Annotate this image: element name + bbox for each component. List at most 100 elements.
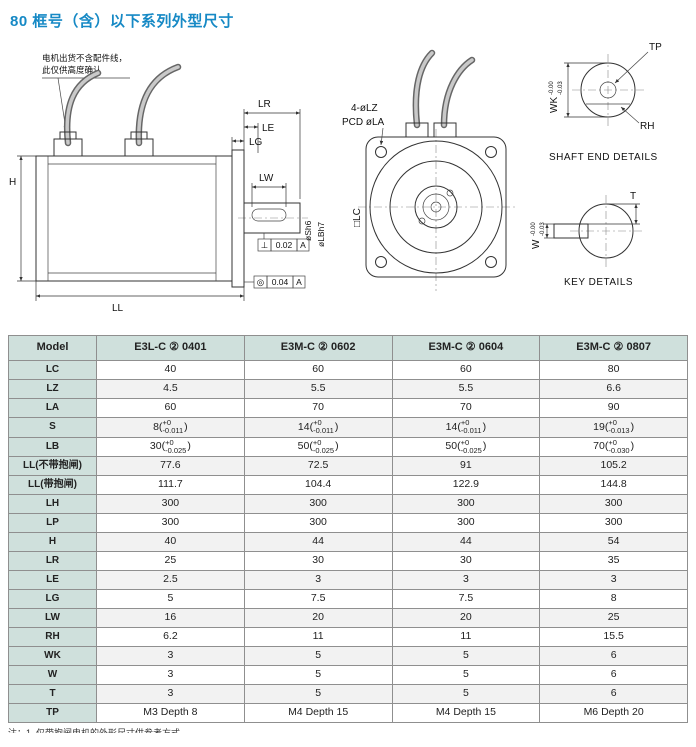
table-cell: 44 xyxy=(391,532,541,552)
w-tol-upper: -0.00 xyxy=(531,222,537,236)
table-cell: 300 xyxy=(243,494,393,514)
table-cell: 300 xyxy=(539,513,688,533)
table-cell: M3 Depth 8 xyxy=(96,703,245,723)
page-title: 80 框号（含）以下系列外型尺寸 xyxy=(10,13,234,30)
row-label: LE xyxy=(8,570,97,590)
table-cell: 30 xyxy=(243,551,393,571)
table-cell: M6 Depth 20 xyxy=(539,703,688,723)
cable-note-line1: 电机出货不含配件线， xyxy=(42,53,127,63)
table-cell: 5 xyxy=(243,646,393,666)
row-label: LR xyxy=(8,551,97,571)
table-cell: 300 xyxy=(243,513,393,533)
table-cell: 300 xyxy=(391,494,541,514)
bolt-hole xyxy=(485,256,497,268)
tol2-datum: A xyxy=(296,277,302,287)
dim-label-lw: LW xyxy=(259,173,274,184)
front-view: 4-øLZ PCD øLA □LC xyxy=(342,49,516,291)
table-cell: 3 xyxy=(539,570,688,590)
header-model: Model xyxy=(8,335,97,361)
row-label: LP xyxy=(8,513,97,533)
table-cell: M4 Depth 15 xyxy=(243,703,393,723)
key-detail: T W -0.00 -0.03 KEY DETAILS xyxy=(531,191,642,288)
table-cell: 50(+0-0.025) xyxy=(391,436,541,457)
row-label: RH xyxy=(8,627,97,647)
tol2-symbol: ◎ xyxy=(257,277,265,287)
table-cell: 91 xyxy=(391,456,541,476)
dimension-drawing: 电机出货不含配件线， 此仅供高度确认 xyxy=(9,42,662,314)
table-cell: 7.5 xyxy=(391,589,541,609)
keyway xyxy=(251,208,287,222)
table-cell: 77.6 xyxy=(96,456,245,476)
table-cell: 16 xyxy=(96,608,245,628)
table-cell: 3 xyxy=(96,646,245,666)
header-model-4: E3M-C ② 0807 xyxy=(539,335,688,361)
table-cell: 14(+0-0.011) xyxy=(243,417,393,438)
row-label: LL(带抱闸) xyxy=(8,475,97,495)
table-cell: 5 xyxy=(96,589,245,609)
table-cell: 50(+0-0.025) xyxy=(243,436,393,457)
header-row: Model E3L-C ② 0401 E3M-C ② 0602 E3M-C ② … xyxy=(8,335,688,361)
table-cell: 2.5 xyxy=(96,570,245,590)
tol1-symbol: ⊥ xyxy=(261,240,269,250)
table-cell: 30 xyxy=(391,551,541,571)
table-cell: 8 xyxy=(539,589,688,609)
table-cell: 40 xyxy=(96,532,245,552)
row-label: TP xyxy=(8,703,97,723)
row-label: T xyxy=(8,684,97,704)
flange-outline xyxy=(365,136,507,278)
table-cell: 7.5 xyxy=(243,589,393,609)
table-cell: 6 xyxy=(539,646,688,666)
table-cell: 5 xyxy=(391,665,541,685)
table-cell: 44 xyxy=(243,532,393,552)
table-cell: 300 xyxy=(96,494,245,514)
table-cell: 15.5 xyxy=(539,627,688,647)
dim-label-pilot-dia: øLBh7 xyxy=(316,222,326,247)
table-cell: 80 xyxy=(539,360,688,380)
motor-body xyxy=(35,155,233,282)
header-model-1: E3L-C ② 0401 xyxy=(96,335,245,361)
dim-label-w: W xyxy=(531,239,542,249)
side-view: 电机出货不含配件线， 此仅供高度确认 xyxy=(9,53,326,314)
table-cell: 5 xyxy=(391,646,541,666)
table-cell: 70 xyxy=(391,398,541,418)
row-label: W xyxy=(8,665,97,685)
table-cell: 300 xyxy=(96,513,245,533)
table-cell: 5.5 xyxy=(243,379,393,399)
table-cell: 3 xyxy=(243,570,393,590)
spec-table: Model E3L-C ② 0401 E3M-C ② 0602 E3M-C ② … xyxy=(8,335,688,723)
shaft-end-title: SHAFT END DETAILS xyxy=(549,152,658,163)
dim-label-lg: LG xyxy=(249,137,263,148)
table-cell: 6 xyxy=(539,684,688,704)
table-cell: 300 xyxy=(391,513,541,533)
label-tp: TP xyxy=(649,42,662,53)
wk-tol-upper: -0.00 xyxy=(549,81,555,95)
wk-tol-lower: -0.03 xyxy=(558,81,564,95)
dim-label-t: T xyxy=(630,191,636,202)
table-cell: 122.9 xyxy=(391,475,541,495)
table-cell: 30(+0-0.025) xyxy=(96,436,245,457)
table-cell: 72.5 xyxy=(243,456,393,476)
bolt-hole xyxy=(375,146,387,158)
table-cell: 5 xyxy=(243,684,393,704)
table-cell: 3 xyxy=(391,570,541,590)
bolt-hole xyxy=(485,146,497,158)
table-cell: 6.6 xyxy=(539,379,688,399)
table-cell: M4 Depth 15 xyxy=(391,703,541,723)
